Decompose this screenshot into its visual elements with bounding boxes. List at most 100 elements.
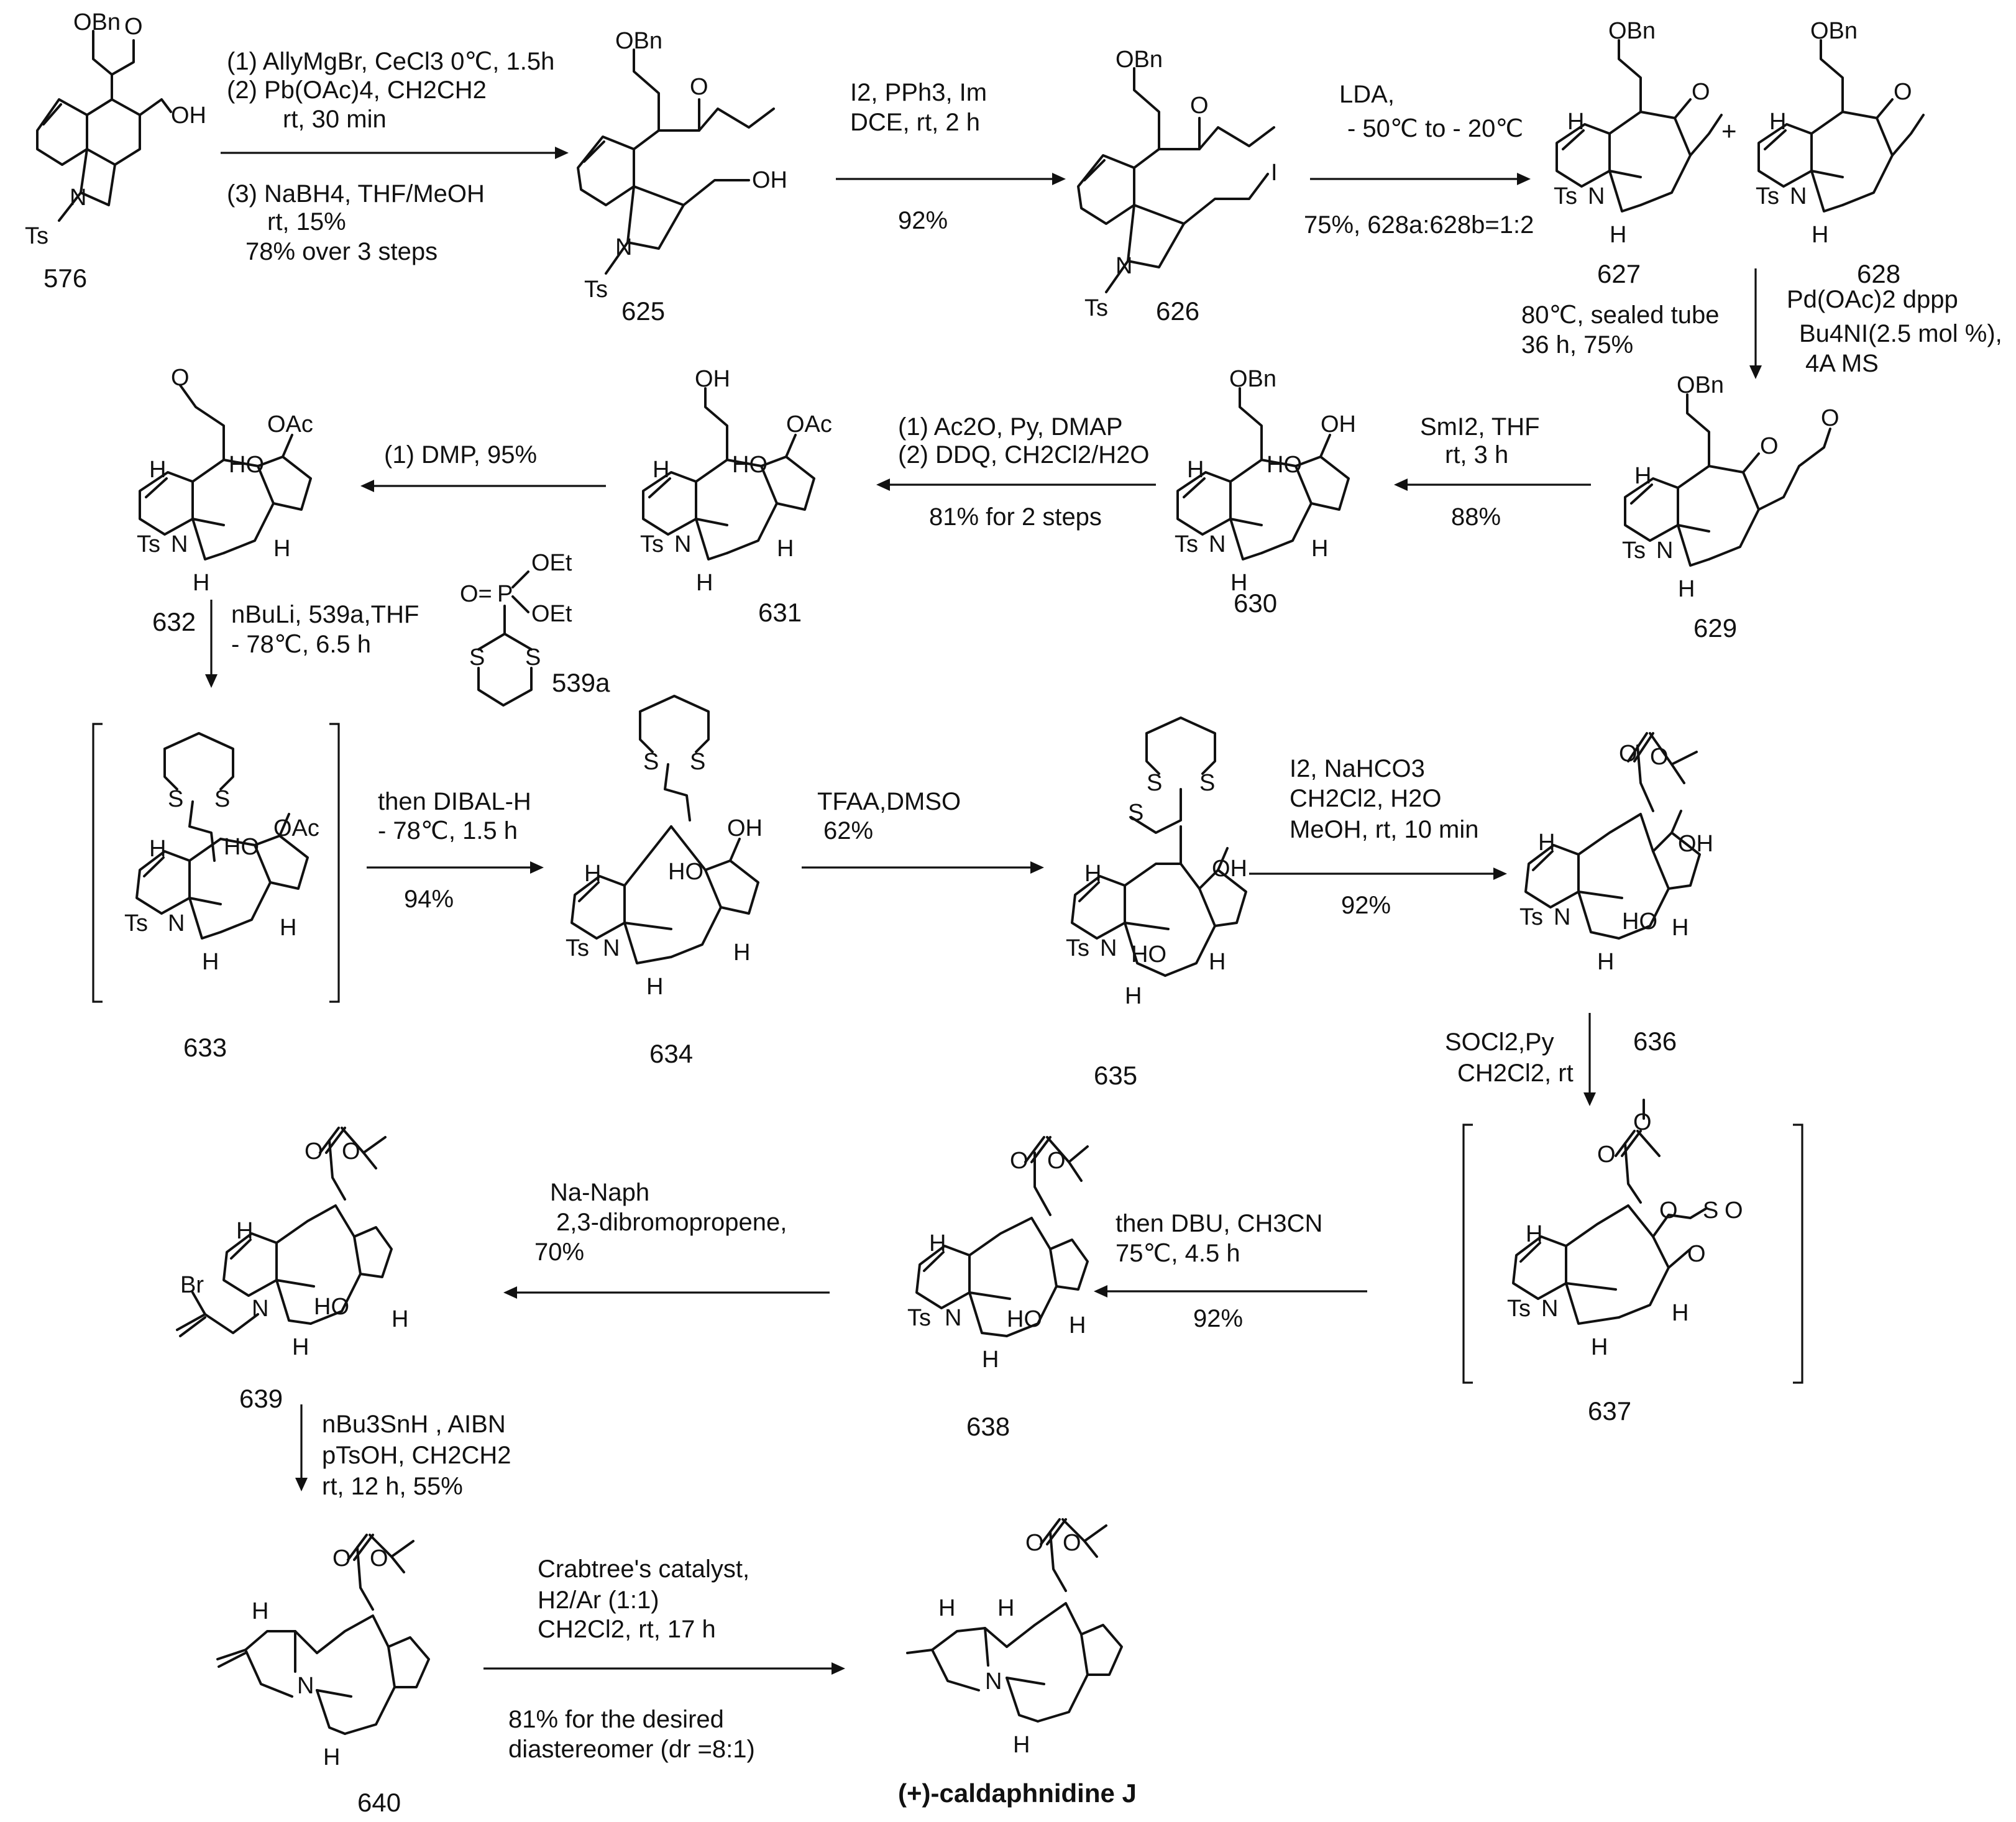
step-9: then DIBAL-H - 78℃, 1.5 h 94% [367, 788, 544, 913]
svg-text:H: H [1610, 222, 1626, 248]
step-3: LDA, - 50℃ to - 20℃ 75%, 628a:628b=1:2 [1304, 81, 1534, 239]
compound-label-627: 627 [1597, 259, 1641, 288]
svg-text:O: O [1619, 741, 1638, 767]
svg-text:SmI2, THF: SmI2, THF [1420, 413, 1540, 441]
svg-text:OBn: OBn [1608, 18, 1656, 44]
svg-text:N: N [168, 910, 185, 936]
step-2: I2, PPh3, Im DCE, rt, 2 h 92% [836, 79, 1066, 234]
svg-text:O: O [171, 365, 190, 391]
svg-text:H: H [1125, 983, 1142, 1009]
svg-text:O: O [1190, 93, 1209, 119]
svg-text:OH: OH [1678, 831, 1713, 857]
svg-text:OH: OH [1321, 411, 1356, 437]
svg-text:O: O [1010, 1148, 1029, 1174]
svg-text:N: N [1588, 183, 1605, 209]
svg-text:LDA,: LDA, [1339, 81, 1395, 108]
step-1: (1) AllyMgBr, CeCl3 0℃, 1.5h (2) Pb(OAc)… [221, 48, 569, 265]
svg-text:- 78℃, 6.5 h: - 78℃, 6.5 h [231, 631, 371, 658]
svg-text:MeOH, rt, 10 min: MeOH, rt, 10 min [1290, 816, 1479, 843]
svg-text:(1) AllyMgBr, CeCl3 0℃, 1.5h: (1) AllyMgBr, CeCl3 0℃, 1.5h [227, 48, 554, 75]
svg-text:S: S [690, 749, 705, 775]
svg-text:Ts: Ts [584, 277, 608, 303]
svg-text:Bu4NI(2.5 mol %),: Bu4NI(2.5 mol %), [1799, 320, 2002, 347]
svg-text:Ts: Ts [1554, 183, 1577, 209]
svg-text:HO: HO [229, 452, 264, 478]
svg-text:H: H [1634, 463, 1651, 489]
svg-text:92%: 92% [1193, 1305, 1243, 1332]
svg-text:N: N [674, 531, 691, 557]
molecule-629: OBn H O O N Ts H [1622, 372, 1840, 602]
atom-n: N [70, 185, 86, 211]
step-5: SmI2, THF rt, 3 h 88% [1394, 413, 1591, 531]
molecule-539a: O= P OEt OEt S S [460, 550, 572, 707]
svg-text:O: O [1597, 1142, 1616, 1168]
compound-label-632: 632 [152, 607, 196, 636]
svg-text:H: H [929, 1230, 946, 1257]
svg-text:(2) DDQ, CH2Cl2/H2O: (2) DDQ, CH2Cl2/H2O [898, 441, 1150, 469]
molecule-640: O O H N H [216, 1534, 430, 1770]
bracket-left-633 [92, 723, 103, 1003]
svg-text:H: H [280, 915, 296, 941]
svg-text:CH2Cl2, H2O: CH2Cl2, H2O [1290, 785, 1442, 812]
compound-label-639: 639 [239, 1384, 283, 1413]
svg-text:P: P [497, 581, 513, 607]
molecule-628: OBn H O N Ts H [1756, 18, 1925, 248]
compound-label-635: 635 [1094, 1061, 1137, 1090]
svg-text:Ts: Ts [124, 910, 148, 936]
svg-text:H: H [1597, 949, 1614, 975]
svg-text:H: H [653, 457, 669, 483]
svg-text:nBu3SnH , AIBN: nBu3SnH , AIBN [322, 1411, 506, 1438]
molecule-626: OBn O I N Ts [1077, 47, 1278, 321]
svg-text:OEt: OEt [531, 601, 572, 627]
svg-text:(1) Ac2O, Py, DMAP: (1) Ac2O, Py, DMAP [898, 413, 1123, 441]
svg-text:diastereomer (dr =8:1): diastereomer (dr =8:1) [508, 1736, 755, 1763]
svg-text:N: N [1554, 904, 1570, 930]
svg-text:S: S [525, 644, 541, 671]
svg-text:then DBU, CH3CN: then DBU, CH3CN [1116, 1210, 1322, 1237]
atom-obn: OBn [73, 9, 121, 35]
svg-text:O=: O= [460, 581, 492, 607]
svg-text:O: O [1063, 1530, 1081, 1556]
svg-text:H: H [1769, 109, 1786, 135]
svg-text:81% for the desired: 81% for the desired [508, 1706, 724, 1733]
svg-text:HO: HO [224, 834, 259, 860]
svg-text:H: H [1672, 1300, 1688, 1326]
step-4: 80℃, sealed tube 36 h, 75% Pd(OAc)2 dppp… [1521, 268, 2002, 379]
step-13: then DBU, CH3CN 75℃, 4.5 h 92% [1094, 1210, 1367, 1332]
compound-label-636: 636 [1633, 1027, 1677, 1056]
svg-text:4A MS: 4A MS [1805, 350, 1879, 377]
svg-text:36 h, 75%: 36 h, 75% [1521, 331, 1633, 359]
svg-text:CH2Cl2, rt, 17 h: CH2Cl2, rt, 17 h [538, 1616, 716, 1643]
svg-text:94%: 94% [404, 886, 454, 913]
svg-text:O: O [1894, 79, 1912, 105]
svg-text:92%: 92% [1341, 892, 1391, 919]
compound-label-634: 634 [649, 1039, 693, 1068]
svg-text:78% over 3 steps: 78% over 3 steps [245, 238, 438, 265]
svg-text:DCE, rt, 2 h: DCE, rt, 2 h [850, 109, 980, 136]
compound-label-630: 630 [1234, 588, 1277, 618]
svg-text:SOCl2,Py: SOCl2,Py [1445, 1028, 1554, 1056]
svg-text:H: H [777, 536, 794, 562]
svg-text:rt, 3 h: rt, 3 h [1445, 441, 1508, 469]
svg-text:HO: HO [1131, 941, 1166, 968]
svg-text:H: H [1013, 1732, 1030, 1758]
svg-text:S: S [1199, 770, 1215, 796]
molecule-627: OBn H O N Ts H [1554, 18, 1723, 248]
svg-text:nBuLi, 539a,THF: nBuLi, 539a,THF [231, 601, 419, 628]
svg-text:70%: 70% [534, 1238, 584, 1266]
svg-text:HO: HO [314, 1294, 349, 1320]
svg-text:rt, 15%: rt, 15% [267, 208, 346, 236]
svg-text:O: O [1725, 1197, 1743, 1224]
svg-text:Ts: Ts [1622, 538, 1646, 564]
svg-text:H: H [733, 940, 750, 966]
svg-text:H: H [193, 570, 209, 596]
svg-text:O: O [1687, 1241, 1706, 1267]
svg-text:H: H [1526, 1221, 1542, 1247]
svg-text:H: H [1678, 576, 1695, 602]
svg-text:H: H [1209, 949, 1226, 975]
bracket-left-637 [1462, 1124, 1473, 1384]
svg-text:OBn: OBn [1677, 372, 1724, 398]
svg-text:H: H [1187, 457, 1204, 483]
svg-text:HO: HO [1267, 452, 1302, 478]
plus-sign: + [1721, 116, 1737, 145]
